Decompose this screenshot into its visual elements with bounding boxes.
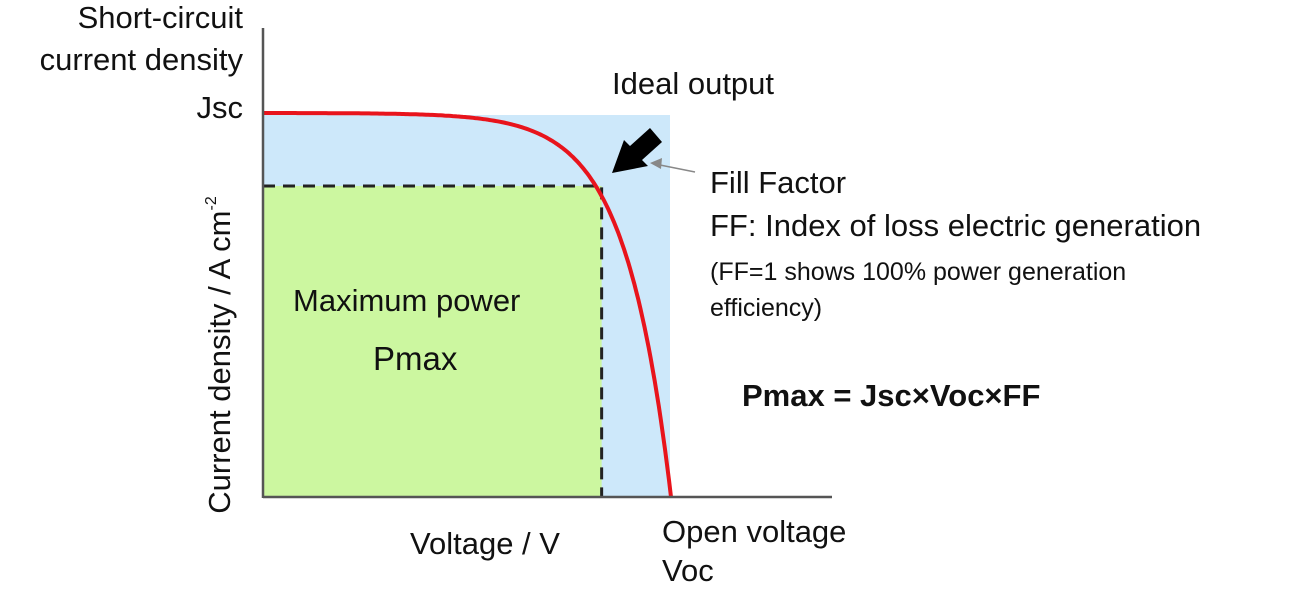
voc-label-line1: Open voltage [662,514,847,549]
ff-description: FF: Index of loss electric generation [710,208,1202,243]
ff-note-line1: (FF=1 shows 100% power generation [710,258,1127,286]
pmax-formula: Pmax = Jsc×Voc×FF [742,378,1041,413]
ff-note-line2: efficiency) [710,294,823,322]
fill-factor-pointer-line [659,164,696,173]
pmax-label: Pmax [373,340,458,377]
y-axis-title-superscript: -2 [203,196,220,211]
ideal-output-label: Ideal output [612,66,775,101]
voc-label-line2: Voc [662,553,714,588]
max-power-point-dashed-lines [263,184,604,497]
fill-factor-label: Fill Factor [710,165,847,200]
jv-curve [263,111,673,498]
maximum-power-region [263,185,602,497]
x-axis-title: Voltage / V [410,526,560,561]
maximum-power-label: Maximum power [293,283,521,318]
y-top-label-line2: current density [39,42,243,77]
jsc-label: Jsc [196,90,244,125]
fill-factor-pointer-head-icon [650,158,662,169]
fill-factor-arrow-icon [612,128,662,173]
y-top-label-line1: Short-circuit [77,0,243,35]
y-axis-title-text: Current density / A cm [202,210,237,514]
y-axis-title: Current density / A cm-2 [202,196,238,513]
